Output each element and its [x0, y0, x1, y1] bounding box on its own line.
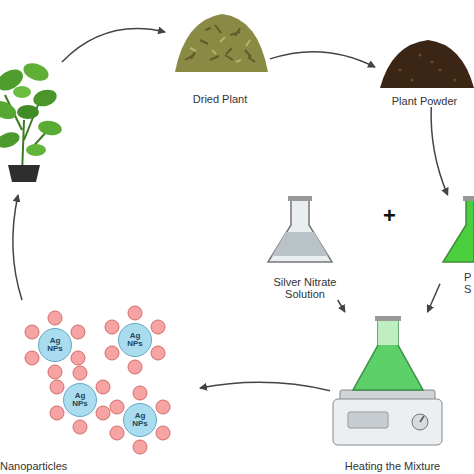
nanoparticle-circle: Ag NPs	[63, 383, 97, 417]
hot-plate-illustration	[333, 316, 442, 445]
stage-caption: P S	[464, 271, 474, 295]
plant-powder-illustration	[380, 40, 474, 88]
stage-caption: Nanoparticles	[0, 460, 67, 472]
process-arrow	[338, 300, 345, 312]
process-arrow	[428, 284, 440, 312]
stage-caption: Silver Nitrate Solution	[255, 276, 355, 300]
process-arrow	[200, 382, 330, 390]
flask-illustration	[443, 196, 474, 262]
particle-label: Ag NPs	[132, 412, 148, 428]
stage-box: Heating the Mixture	[330, 312, 455, 472]
cycle-arrow	[62, 29, 165, 62]
nanoparticle-circle: Ag NPs	[118, 323, 152, 357]
process-arrow	[270, 52, 375, 67]
capping-molecules	[25, 306, 170, 454]
nanoparticle-circle: Ag NPs	[123, 403, 157, 437]
particle-label: Ag NPs	[72, 392, 88, 408]
nanoparticle-circle: Ag NPs	[38, 328, 72, 362]
plant-illustration	[0, 60, 63, 182]
particle-label: Ag NPs	[127, 332, 143, 348]
stage-caption: Plant Powder	[392, 95, 457, 107]
cycle-arrow	[13, 195, 22, 300]
stage-caption: Dried Plant	[193, 93, 247, 105]
flask-illustration	[268, 196, 332, 262]
stage-box: P S	[440, 195, 474, 295]
nanoparticle-group: Nanoparticles Ag NPs Ag NPs Ag NPs Ag NPs	[0, 300, 200, 472]
stage-box: Plant Powder	[375, 35, 474, 107]
stage-box: Silver Nitrate Solution	[255, 190, 355, 300]
dried-plant-illustration	[175, 14, 268, 72]
stage-caption: Heating the Mixture	[345, 460, 440, 472]
stage-box: Dried Plant	[170, 5, 270, 105]
process-arrow	[431, 107, 448, 195]
plus-sign: +	[383, 203, 396, 229]
particle-label: Ag NPs	[47, 337, 63, 353]
